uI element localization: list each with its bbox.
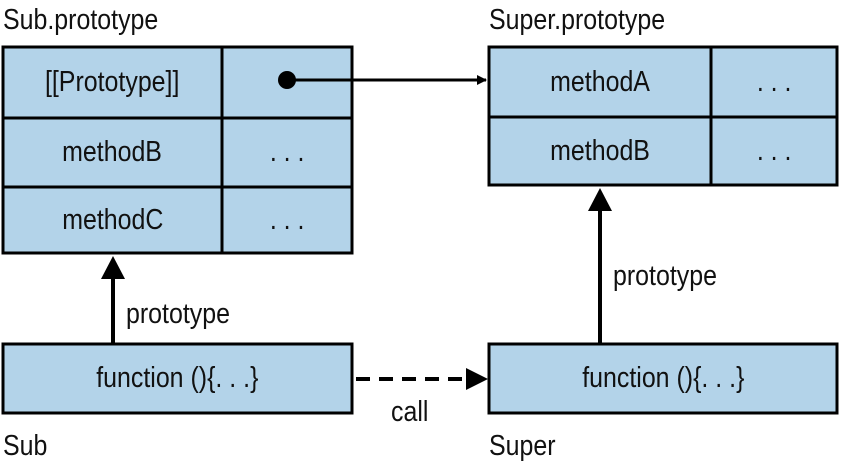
sub-row-methodc-value-text: . . . [269, 203, 305, 236]
sub-row-prototype-key-text: [[Prototype]] [45, 66, 180, 98]
sub-function-box [1, 342, 354, 415]
sub-prototype-arrow [101, 256, 125, 344]
super-prototype-arrow [588, 188, 612, 344]
super-function-box [487, 342, 839, 415]
super-row-methoda-key: methodA [489, 47, 711, 117]
super-row-methoda-key-text: methodA [550, 65, 650, 98]
prototype-chain-arrow [278, 71, 487, 89]
super-function-body-text: function (){. . .} [581, 362, 745, 394]
super-row-methodb-value-text: . . . [756, 134, 792, 167]
sub-caption: Sub [3, 430, 48, 462]
sub-row-methodb-key: methodB [3, 118, 222, 187]
super-row-methodb-key: methodB [489, 117, 711, 185]
call-link-label: call [391, 396, 429, 428]
sub-row-methodc-value: . . . [222, 187, 352, 253]
super-function-body: function (){. . .} [489, 344, 837, 413]
super-prototype-title: Super.prototype [489, 4, 666, 36]
super-row-methoda-value: . . . [711, 47, 837, 117]
super-row-methodb-key-text: methodB [550, 134, 650, 167]
sub-row-prototype-key: [[Prototype]] [3, 47, 222, 118]
sub-row-methodb-value: . . . [222, 118, 352, 187]
sub-row-methodc-key: methodC [3, 187, 222, 253]
super-row-methodb-value: . . . [711, 117, 837, 185]
sub-row-methodc-key-text: methodC [61, 203, 164, 236]
call-arrow [356, 368, 488, 390]
sub-row-prototype-value [222, 47, 352, 118]
sub-function-body: function (){. . .} [3, 344, 352, 413]
super-prototype-table [487, 45, 839, 187]
super-row-methoda-value-text: . . . [756, 65, 792, 98]
super-caption: Super [489, 430, 556, 462]
sub-prototype-link-label: prototype [126, 298, 230, 330]
sub-row-methodb-value-text: . . . [269, 136, 305, 168]
super-prototype-link-label: prototype [613, 260, 717, 292]
sub-row-methodb-key-text: methodB [62, 136, 163, 168]
sub-function-body-text: function (){. . .} [96, 362, 259, 394]
sub-prototype-title: Sub.prototype [3, 4, 159, 36]
